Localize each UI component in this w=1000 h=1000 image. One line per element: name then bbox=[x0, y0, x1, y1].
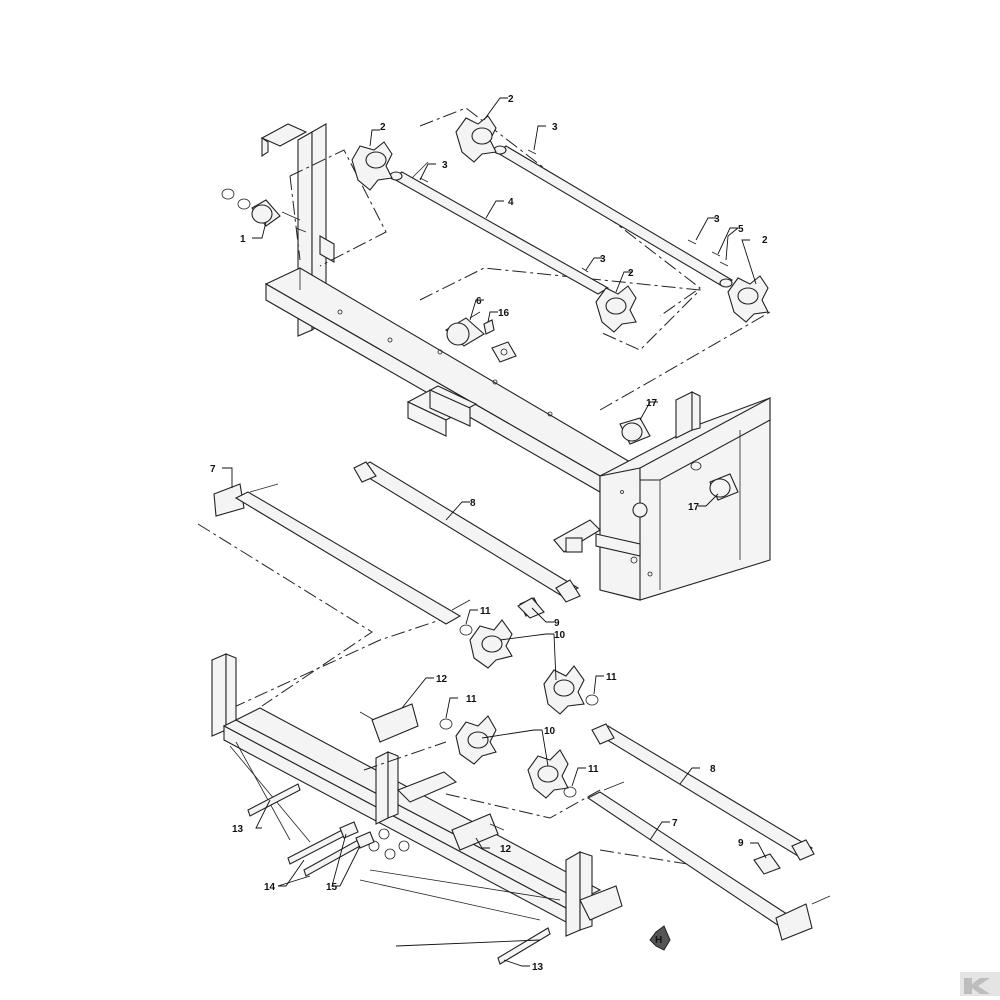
sprocket-10a bbox=[469, 619, 513, 669]
tensioner-12b bbox=[451, 813, 505, 851]
shaft-upper-right bbox=[493, 145, 734, 288]
upper-dash-boxes bbox=[289, 107, 771, 411]
shaft-7b bbox=[586, 781, 831, 941]
callout-13a: 13 bbox=[232, 824, 244, 835]
callout-11d: 11 bbox=[588, 764, 599, 775]
sprocket-2c bbox=[595, 285, 637, 333]
middle-dash-boxes bbox=[197, 523, 441, 709]
bushing-17a bbox=[619, 417, 651, 445]
callout-2c: 2 bbox=[628, 268, 634, 279]
sprocket-2a bbox=[351, 141, 393, 191]
leader-lines bbox=[222, 97, 767, 967]
callout-9b: 9 bbox=[738, 838, 744, 849]
svg-text:H: H bbox=[655, 935, 662, 946]
bushing-17b bbox=[690, 461, 739, 501]
lower-dash-boxes bbox=[363, 741, 701, 867]
callout-1: 1 bbox=[240, 234, 246, 245]
tensioner-12a bbox=[359, 703, 419, 743]
callout-3d: 3 bbox=[714, 214, 720, 225]
callout-12b: 12 bbox=[500, 844, 512, 855]
callout-3c: 3 bbox=[600, 254, 606, 265]
callout-12a: 12 bbox=[436, 674, 448, 685]
shaft-7a bbox=[213, 483, 471, 625]
callout-11b: 11 bbox=[606, 672, 617, 683]
callout-7a: 7 bbox=[210, 464, 216, 475]
callout-16: 16 bbox=[498, 308, 510, 319]
callout-8b: 8 bbox=[710, 764, 716, 775]
chain-8a bbox=[353, 461, 581, 603]
callout-3a: 3 bbox=[442, 160, 448, 171]
callout-9a: 9 bbox=[554, 618, 560, 629]
bolts bbox=[247, 783, 551, 965]
bearing-1 bbox=[221, 188, 307, 233]
manufacturer-logo-icon: H bbox=[649, 925, 671, 951]
chain-8b bbox=[591, 723, 815, 861]
callout-6: 6 bbox=[476, 296, 482, 307]
callout-2a: 2 bbox=[380, 122, 386, 133]
shaft-4 bbox=[389, 171, 610, 295]
callout-3b: 3 bbox=[552, 122, 558, 133]
callout-13b: 13 bbox=[532, 962, 544, 973]
callout-8a: 8 bbox=[470, 498, 476, 509]
callout-4: 4 bbox=[508, 197, 514, 208]
gearbox-housing bbox=[553, 391, 771, 601]
corner-brand-mark-icon bbox=[960, 972, 1000, 996]
callout-17a: 17 bbox=[646, 398, 658, 409]
lower-frame bbox=[211, 653, 623, 937]
callout-11c: 11 bbox=[466, 694, 477, 705]
sprocket-10d bbox=[527, 749, 569, 799]
callout-17b: 17 bbox=[688, 502, 700, 513]
callout-11a: 11 bbox=[480, 606, 491, 617]
callout-14: 14 bbox=[264, 882, 276, 893]
callout-2d: 2 bbox=[762, 235, 768, 246]
keys bbox=[411, 149, 729, 273]
callout-15: 15 bbox=[326, 882, 338, 893]
callout-labels: 1 2 2 2 2 3 3 3 3 4 5 6 16 17 17 7 7 8 8… bbox=[210, 94, 768, 973]
callout-5: 5 bbox=[738, 224, 744, 235]
sprocket-2b bbox=[455, 115, 497, 163]
sprocket-2d bbox=[727, 275, 769, 323]
sprocket-10c bbox=[455, 715, 497, 765]
sprocket-10b bbox=[543, 665, 585, 715]
callout-10a: 10 bbox=[554, 630, 566, 641]
callout-7b: 7 bbox=[672, 818, 678, 829]
callout-10b: 10 bbox=[544, 726, 556, 737]
washers-11-low bbox=[439, 718, 577, 798]
bearing-6 bbox=[445, 311, 517, 363]
upper-frame bbox=[260, 123, 632, 493]
callout-2b: 2 bbox=[508, 94, 514, 105]
